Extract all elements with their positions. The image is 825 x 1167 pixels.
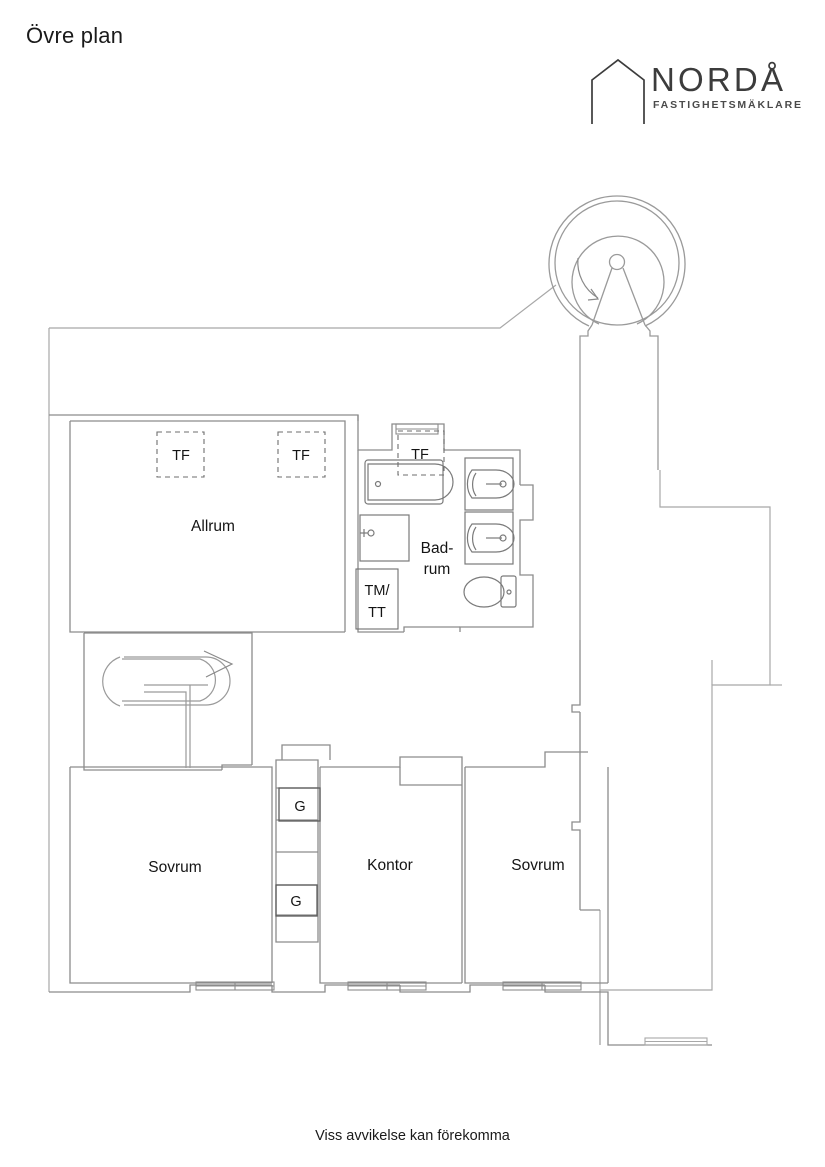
g-marker-label: G [294,799,305,815]
corridor-wall-upper [571,640,581,713]
tm-tt-marker: TM/ TT [355,568,399,630]
g-marker-label: G [290,894,301,910]
stair-enclosure-walls [83,633,222,771]
room-label-badrum-line2: rum [424,561,451,578]
footer-note: Viss avvikelse kan förekomma [315,1128,510,1144]
windows [195,423,708,1046]
closet-column [275,759,319,943]
room-label-allrum: Allrum [191,518,235,535]
bathtub [364,459,454,505]
outer-roof-outline [48,284,782,1045]
toilet [463,575,517,608]
tm-tt-marker-label-line2: TT [368,605,386,621]
interior-walls [49,414,712,1046]
kontor-walls [319,767,462,984]
sovrum-left-walls [69,767,272,984]
u-turn-staircase [102,650,234,768]
tf-marker-badrum: TF [397,430,445,476]
tm-tt-marker-label-line1: TM/ [365,583,391,599]
room-labels: Allrum Bad- rum Sovrum Kontor Sovrum [148,518,564,876]
window-bathroom-top [395,423,439,435]
brand-logo: NORDÅ FASTIGHETSMÄKLARE [588,58,801,128]
allrum-walls [69,421,345,633]
tf-marker-label: TF [292,448,310,464]
room-label-badrum-line1: Bad- [421,540,454,557]
bathroom-fixtures [359,457,517,608]
brand-name: NORDÅ [651,61,787,98]
appliance-markers: TF TF TF TM/ TT G G [156,430,445,917]
g-marker-lower: G [275,884,318,917]
window-bottom-1 [195,981,275,991]
brand-tagline: FASTIGHETSMÄKLARE [653,99,803,111]
house-outline-icon [591,58,645,124]
g-marker-upper: G [278,787,321,822]
room-label-kontor: Kontor [367,857,413,874]
window-bottom-2 [347,981,427,991]
floor-plan-drawing: Allrum Bad- rum Sovrum Kontor Sovrum TF … [48,195,782,1046]
tf-marker-allrum-left: TF [156,431,205,478]
washbasin-lower [464,511,515,565]
room-label-sovrum-right: Sovrum [511,857,564,874]
sovrum-right-walls [464,767,608,984]
spiral-staircase [548,195,686,640]
bottom-perimeter-wall [49,984,272,993]
window-bottom-3 [502,981,582,991]
washbasin-upper [464,457,515,511]
tf-marker-label: TF [172,448,190,464]
vanity-cabinet [359,514,410,562]
tf-marker-allrum-right: TF [277,431,326,478]
window-bottom-right [644,1037,708,1046]
room-label-sovrum-left: Sovrum [148,859,201,876]
tf-marker-label: TF [411,447,429,463]
page-title: Övre plan [26,23,124,48]
